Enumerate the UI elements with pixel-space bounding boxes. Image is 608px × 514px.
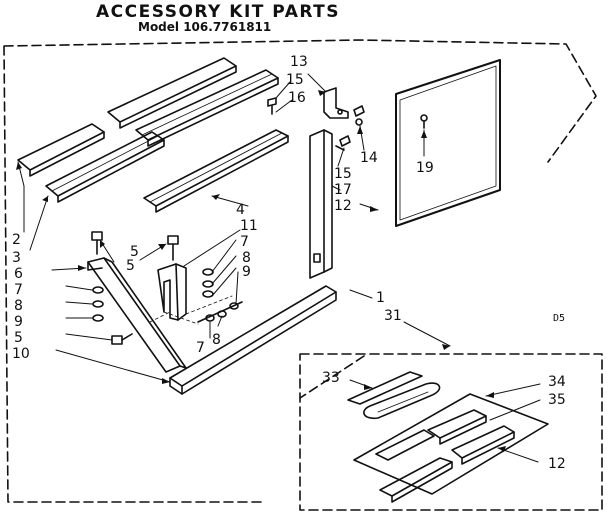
callout-label: 10 bbox=[12, 346, 30, 362]
model-number: Model 106.7761811 bbox=[138, 20, 272, 34]
callout-label: 16 bbox=[288, 90, 306, 106]
callout-label: 7 bbox=[240, 234, 249, 250]
callout-label: 6 bbox=[14, 266, 23, 282]
part-17-vertical-post bbox=[309, 129, 333, 279]
part-6-leg bbox=[87, 257, 187, 373]
leader-lines bbox=[17, 73, 541, 463]
callout-label: 7 bbox=[196, 340, 205, 356]
part-3-angle-rail bbox=[45, 131, 165, 203]
part-foam-strip-long bbox=[107, 57, 237, 129]
callout-label: 31 bbox=[384, 308, 402, 324]
callout-label: 8 bbox=[212, 332, 221, 348]
callout-label: 8 bbox=[14, 298, 23, 314]
part-16-screw bbox=[267, 97, 277, 115]
part-33-loop-seal bbox=[347, 371, 441, 420]
part-13-bracket bbox=[323, 87, 349, 119]
callout-label: 9 bbox=[14, 314, 23, 330]
part-12-seal-sheet bbox=[353, 393, 549, 495]
part-7-8-9-hardware bbox=[202, 268, 214, 298]
callout-label: 19 bbox=[416, 160, 434, 176]
callout-label: 9 bbox=[242, 264, 251, 280]
callout-label: 14 bbox=[360, 150, 378, 166]
part-10-long-rail bbox=[169, 285, 337, 395]
callout-label: 7 bbox=[14, 282, 23, 298]
callout-label: 33 bbox=[322, 370, 340, 386]
part-7-8-9-hardware bbox=[92, 286, 104, 322]
kit-boundary-outline bbox=[3, 39, 597, 503]
callout-label: 12 bbox=[548, 456, 566, 472]
callout-label: 11 bbox=[240, 218, 258, 234]
callout-label: 34 bbox=[548, 374, 566, 390]
callout-label: 15 bbox=[286, 72, 304, 88]
callout-label: 12 bbox=[334, 198, 352, 214]
callout-label: 8 bbox=[242, 250, 251, 266]
callout-label: 15 bbox=[334, 166, 352, 182]
part-19-panel bbox=[395, 59, 501, 227]
callout-label: 4 bbox=[236, 202, 245, 218]
part-angle-rail-long bbox=[135, 69, 279, 147]
callout-label: 5 bbox=[126, 258, 135, 274]
part-15-screw bbox=[335, 135, 351, 151]
part-11-u-bracket bbox=[157, 263, 187, 321]
subkit-box bbox=[299, 353, 603, 511]
part-4-rail bbox=[143, 129, 289, 213]
part-7-8-hardware bbox=[197, 301, 243, 323]
part-2-foam-strip bbox=[17, 123, 105, 177]
callout-label: 3 bbox=[12, 250, 21, 266]
diagram-title: ACCESSORY KIT PARTS bbox=[96, 2, 341, 22]
callout-label: 2 bbox=[12, 232, 21, 248]
callout-label: 13 bbox=[290, 54, 308, 70]
part-34-foam-strip bbox=[427, 409, 487, 445]
callout-label: 35 bbox=[548, 392, 566, 408]
callout-label: 1 bbox=[376, 290, 385, 306]
callout-label: 5 bbox=[130, 244, 139, 260]
callout-label: 17 bbox=[334, 182, 352, 198]
assembly-guide-lines bbox=[149, 295, 233, 325]
part-5-screw bbox=[91, 231, 103, 255]
part-5-screw bbox=[111, 333, 133, 345]
part-14-screw bbox=[353, 105, 365, 126]
part-35-foam-strip bbox=[375, 425, 515, 465]
part-5-screw bbox=[167, 235, 179, 261]
part-angle-strip-bottom bbox=[379, 457, 453, 503]
diagram-code: D5 bbox=[553, 313, 566, 324]
callout-label: 5 bbox=[14, 330, 23, 346]
leader-arrowheads bbox=[16, 90, 506, 452]
